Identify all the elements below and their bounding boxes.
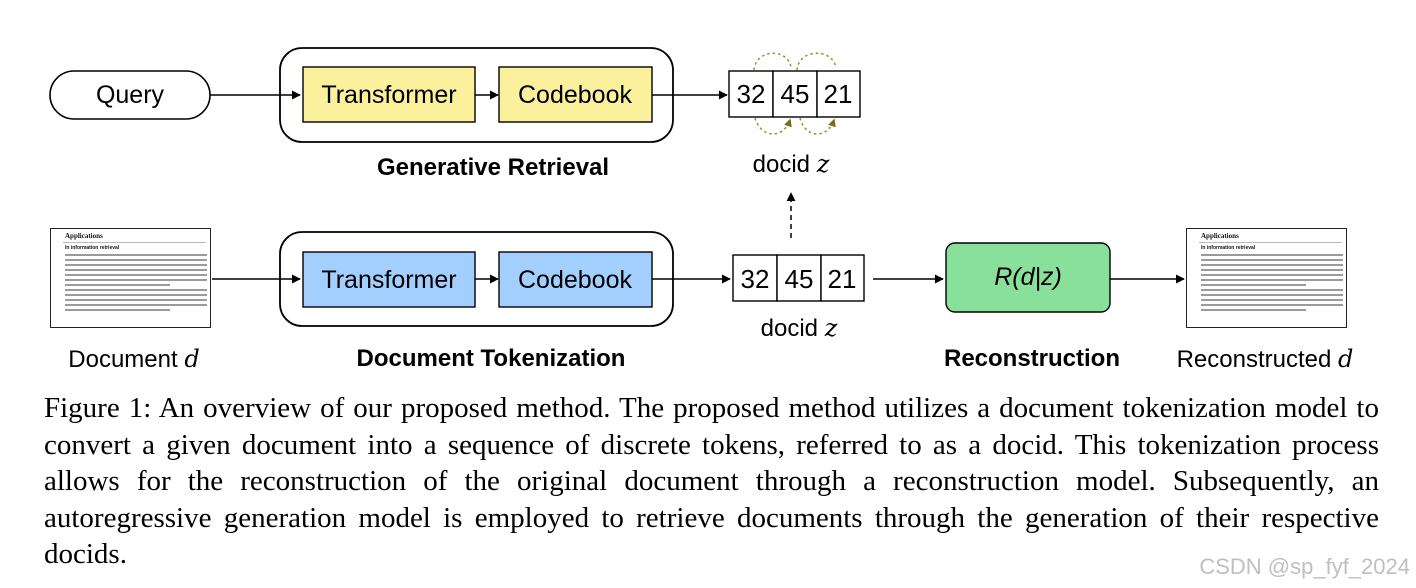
thumbnail-text-line — [65, 299, 207, 301]
reconstructed-caption: Reconstructed d — [1177, 345, 1354, 373]
figure-caption: Figure 1: An overview of our proposed me… — [44, 392, 1379, 570]
thumbnail-text-line — [65, 259, 207, 261]
thumbnail-text-line — [1201, 259, 1343, 261]
gr-codebook-box: Codebook — [498, 66, 653, 123]
document-tokenization-title: Document Tokenization — [357, 345, 626, 372]
query-node: Query — [49, 70, 211, 120]
reconstruction-title: Reconstruction — [944, 345, 1120, 372]
thumbnail-text-line — [65, 269, 207, 271]
dt-transformer-box: Transformer — [302, 251, 476, 308]
reconstruction-model-box: R(d|z) — [945, 242, 1111, 313]
thumbnail-text-line — [65, 294, 207, 296]
thumbnail-text-line — [1201, 269, 1343, 271]
watermark: CSDN @sp_fyf_2024 — [1199, 554, 1410, 579]
reconstructed-thumbnail-title: Applications — [1201, 232, 1239, 240]
thumbnail-text-line — [1201, 264, 1343, 266]
method-diagram: Query Transformer Codebook 32 45 21 doci… — [49, 47, 1354, 373]
document-thumbnail-subtitle: In information retrieval — [65, 245, 120, 251]
thumbnail-text-line — [65, 254, 207, 256]
dt-docid-token-3: 21 — [828, 264, 857, 294]
gr-transformer-box: Transformer — [302, 66, 476, 123]
thumbnail-text-line — [65, 279, 207, 281]
reconstructed-thumbnail-subtitle: In information retrieval — [1201, 245, 1256, 251]
gr-docid-sequence: 32 45 21 — [728, 70, 861, 118]
thumbnail-rule — [1199, 242, 1342, 243]
dt-codebook-label: Codebook — [518, 266, 632, 294]
thumbnail-text-line — [1201, 299, 1343, 301]
thumbnail-text-line — [1201, 274, 1343, 276]
gr-docid-caption: docid z — [753, 150, 830, 178]
thumbnail-text-line — [65, 289, 207, 291]
query-label: Query — [96, 81, 165, 109]
thumbnail-text-line — [1201, 309, 1306, 311]
thumbnail-text-line — [1201, 294, 1343, 296]
thumbnail-text-line — [1201, 284, 1306, 286]
autoregressive-loop-arrows — [753, 52, 837, 135]
document-caption: Document d — [68, 345, 199, 373]
gr-codebook-label: Codebook — [518, 81, 632, 109]
gr-transformer-label: Transformer — [321, 81, 456, 109]
thumbnail-text-line — [1201, 289, 1343, 291]
thumbnail-rule — [63, 242, 206, 243]
thumbnail-text-line — [65, 304, 207, 306]
reconstruction-formula: R(d|z) — [994, 263, 1062, 291]
thumbnail-text-line — [65, 284, 170, 286]
dt-docid-token-1: 32 — [741, 264, 770, 294]
thumbnail-text-line — [65, 274, 207, 276]
dt-transformer-label: Transformer — [321, 266, 456, 294]
thumbnail-text-line — [1201, 254, 1343, 256]
gr-docid-token-2: 45 — [781, 79, 810, 109]
document-thumbnail: Applications In information retrieval — [50, 228, 211, 328]
thumbnail-text-line — [1201, 304, 1343, 306]
gr-docid-token-1: 32 — [737, 79, 766, 109]
dt-docid-caption: docid z — [761, 314, 838, 342]
document-thumbnail-title: Applications — [65, 232, 103, 240]
thumbnail-text-line — [65, 264, 207, 266]
thumbnail-text-line — [1201, 279, 1343, 281]
generative-retrieval-title: Generative Retrieval — [377, 154, 609, 181]
dt-docid-token-2: 45 — [785, 264, 814, 294]
dt-codebook-box: Codebook — [498, 251, 653, 308]
dt-docid-sequence: 32 45 21 — [732, 254, 865, 302]
reconstructed-document-thumbnail: Applications In information retrieval — [1186, 228, 1347, 328]
gr-docid-token-3: 21 — [824, 79, 853, 109]
thumbnail-text-line — [65, 309, 170, 311]
